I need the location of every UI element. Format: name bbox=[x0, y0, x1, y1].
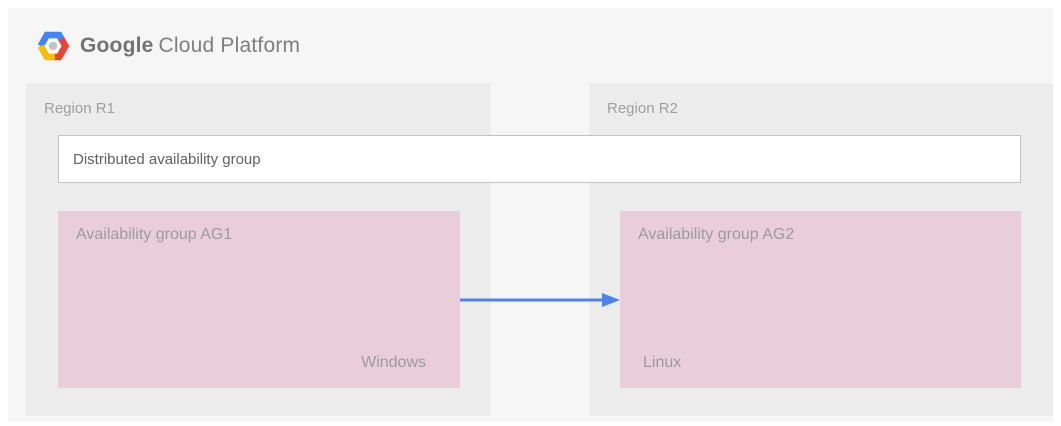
ag1-os-label-windows: Windows bbox=[361, 354, 426, 371]
availability-group-ag2-label: Availability group AG2 bbox=[638, 226, 795, 243]
distributed-availability-group-label: Distributed availability group bbox=[73, 150, 261, 168]
region-r2-label: Region R2 bbox=[607, 100, 678, 117]
availability-group-ag1-label: Availability group AG1 bbox=[76, 226, 233, 243]
ag2-os-label-linux: Linux bbox=[643, 354, 682, 371]
distributed-availability-group-box: Distributed availability group bbox=[58, 135, 1021, 183]
region-r1-label: Region R1 bbox=[44, 100, 115, 117]
logo-brand-text: Google bbox=[80, 34, 154, 57]
gcp-logo-icon bbox=[34, 27, 72, 65]
logo-product-text: Cloud Platform bbox=[158, 34, 301, 57]
replication-arrow-icon bbox=[460, 293, 620, 307]
availability-group-ag1-box: Availability group AG1 Windows bbox=[58, 211, 460, 388]
availability-group-ag2-box: Availability group AG2 Linux bbox=[620, 211, 1021, 388]
